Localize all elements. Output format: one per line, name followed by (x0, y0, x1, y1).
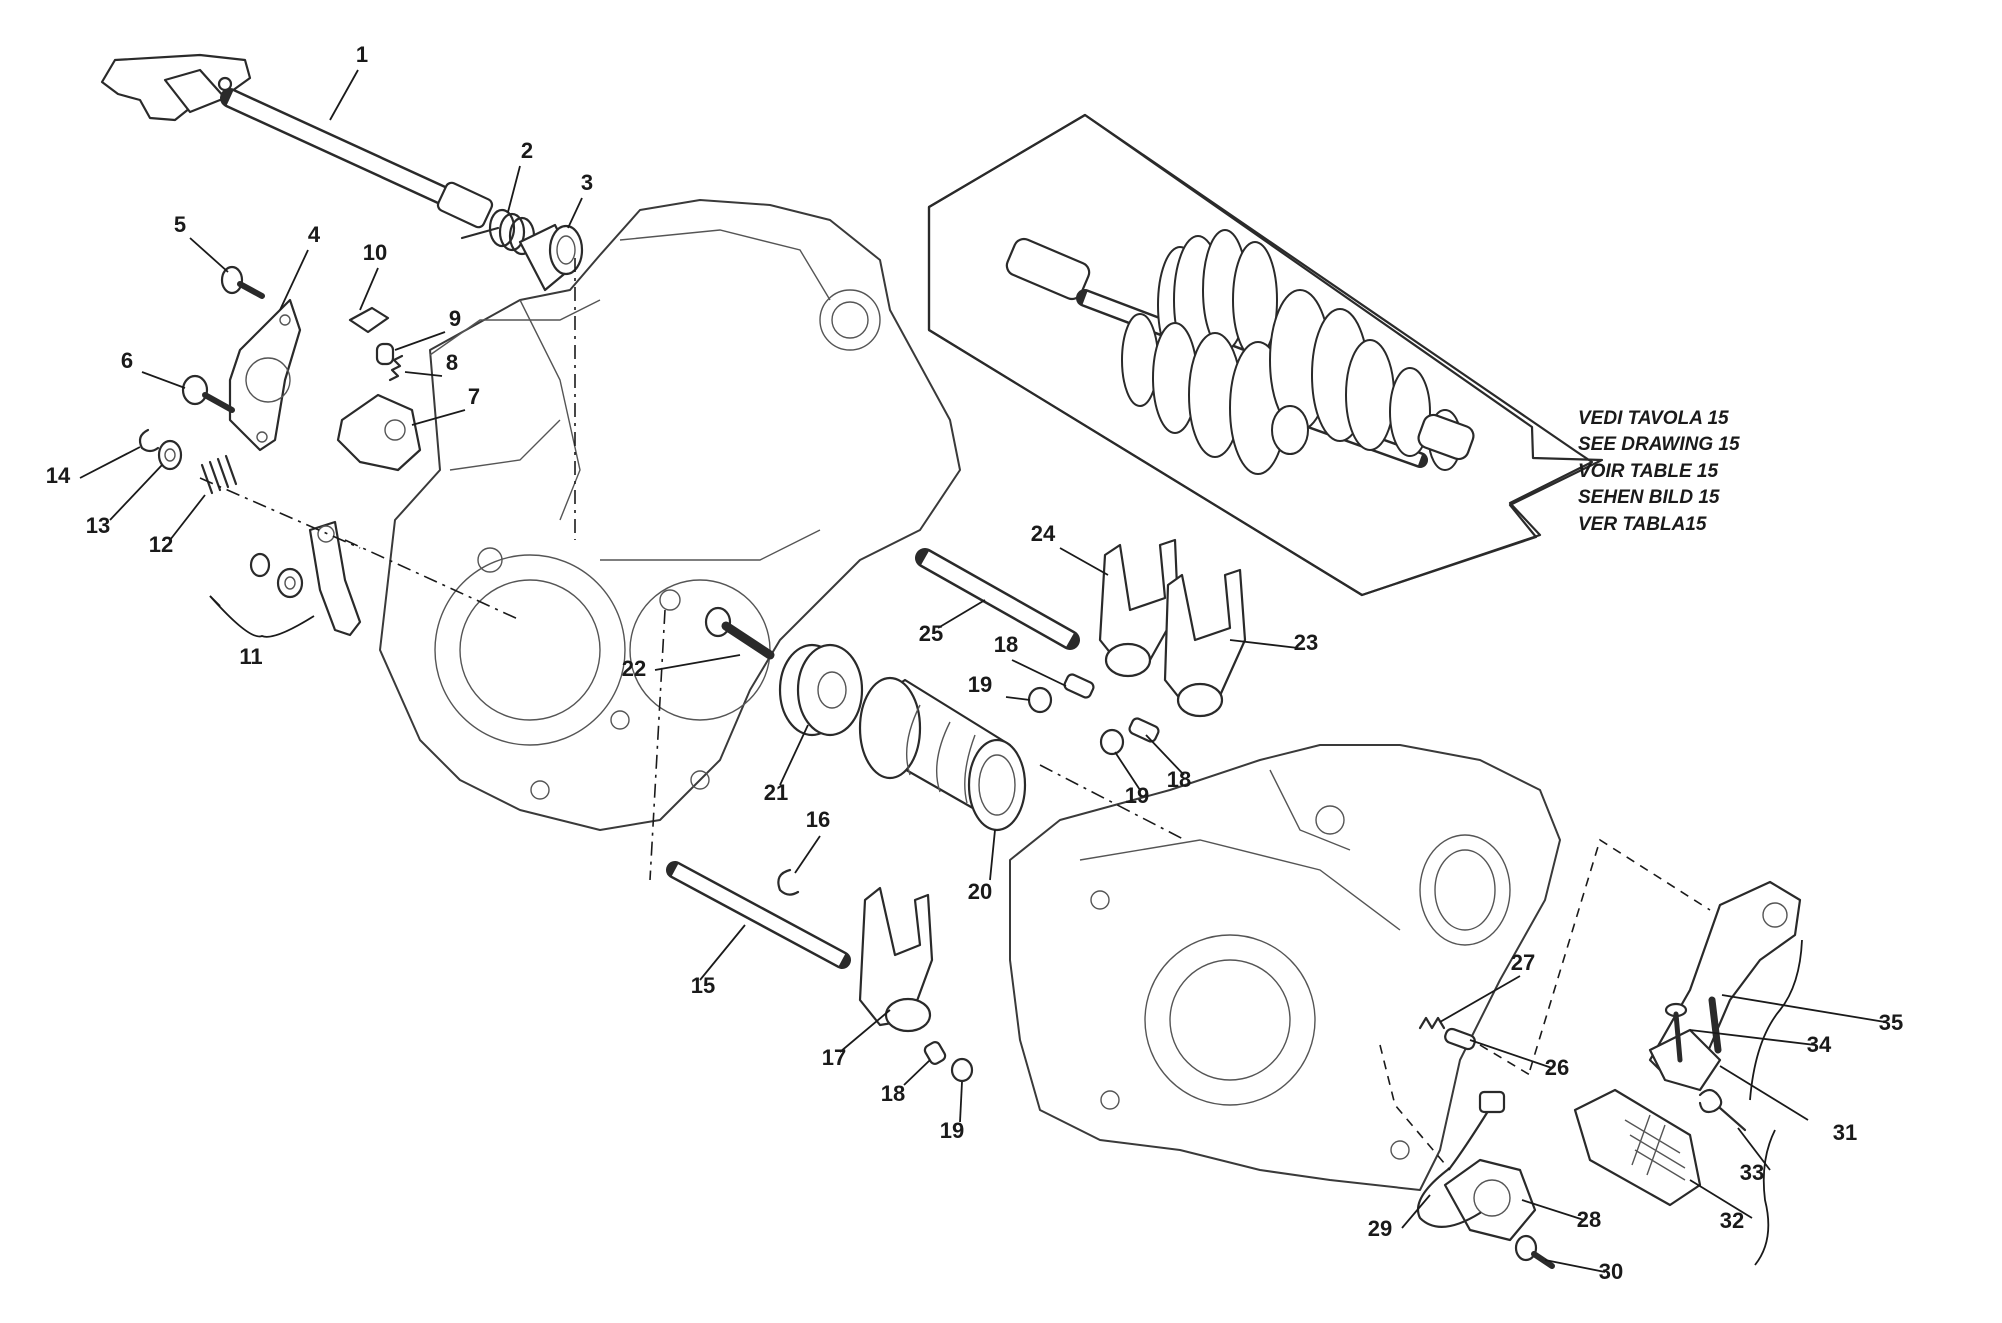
part-1-gearshift-shaft (100, 53, 494, 229)
callout-c26: 26 (1545, 1055, 1569, 1080)
part-16-clip (777, 868, 800, 896)
centre-lines (199, 258, 1711, 1171)
callout-c27: 27 (1511, 950, 1535, 975)
right-crankcase (1009, 744, 1561, 1191)
callout-c18c: 18 (881, 1081, 905, 1106)
part-17-fork (858, 886, 934, 1033)
part-8-spring (388, 354, 404, 382)
callout-c18a: 18 (994, 632, 1018, 657)
callout-numbers: 1234567891011121314151617181818191919202… (46, 42, 1903, 1284)
gearbox-inset: VEDI TAVOLA 15 SEE DRAWING 15 VOIR TABLE… (927, 113, 1740, 597)
callout-c17: 17 (822, 1045, 846, 1070)
callout-c25: 25 (919, 621, 943, 646)
callout-c3: 3 (581, 170, 593, 195)
callout-c24: 24 (1031, 521, 1056, 546)
callout-c33: 33 (1740, 1160, 1764, 1185)
callout-c7: 7 (468, 384, 480, 409)
part-18-pin-a (1063, 673, 1095, 699)
part-19-nut-b (1099, 728, 1125, 756)
reference-note-line-1: VEDI TAVOLA 15 (1578, 408, 1729, 429)
callout-c29: 29 (1368, 1216, 1392, 1241)
callout-c32: 32 (1720, 1208, 1744, 1233)
part-25-fork-shaft (915, 548, 1080, 650)
callout-c19c: 19 (940, 1118, 964, 1143)
callout-c22: 22 (622, 656, 646, 681)
callout-c16: 16 (806, 807, 830, 832)
part-15-fork-shaft (666, 861, 851, 969)
part-23-fork (1163, 568, 1247, 718)
part-30-screw (1514, 1234, 1555, 1269)
callout-c19a: 19 (968, 672, 992, 697)
callout-c5: 5 (174, 212, 186, 237)
part-32-footrest-pad (1573, 1088, 1702, 1207)
callout-c35: 35 (1879, 1010, 1903, 1035)
callout-c20: 20 (968, 879, 992, 904)
callout-c23: 23 (1294, 630, 1318, 655)
part-35-screw (1708, 996, 1722, 1054)
part-10-key (348, 306, 390, 334)
part-21-star-cam (778, 643, 864, 737)
part-24-fork (1098, 538, 1180, 678)
callout-c19b: 19 (1125, 783, 1149, 808)
callout-c8: 8 (446, 350, 458, 375)
part-7-selector (336, 393, 422, 472)
part-29-sensor-cable (1416, 1090, 1506, 1228)
part-20-shift-drum (858, 676, 1027, 832)
callout-c6: 6 (121, 348, 133, 373)
part-33-spring (1698, 1088, 1747, 1132)
part-31-kickstart-assembly (1648, 880, 1802, 1092)
part-6-screw (181, 374, 235, 413)
callout-c18b: 18 (1167, 767, 1191, 792)
reference-note-line-4: SEHEN BILD 15 (1578, 487, 1720, 508)
callout-c21: 21 (764, 780, 788, 805)
part-34-pin (1664, 1002, 1688, 1063)
callout-c15: 15 (691, 973, 715, 998)
part-19-nut-c (950, 1057, 974, 1083)
part-13-washer (157, 439, 183, 471)
part-12-spring (200, 454, 238, 495)
part-26-plunger (1444, 1027, 1476, 1051)
callout-c1: 1 (356, 42, 368, 67)
callout-c4: 4 (308, 222, 321, 247)
callout-c13: 13 (86, 513, 110, 538)
callout-c30: 30 (1599, 1259, 1623, 1284)
part-4-plate (228, 298, 302, 452)
part-5-screw (220, 265, 265, 299)
callout-c28: 28 (1577, 1207, 1601, 1232)
part-18-pin-c (923, 1041, 947, 1065)
part-3-bushing (518, 223, 584, 292)
gearbox-shafts-drawing (1005, 229, 1475, 475)
callout-c10: 10 (363, 240, 387, 265)
leader-lines (79, 69, 1886, 1273)
callout-c14: 14 (46, 463, 71, 488)
part-14-clip (138, 428, 160, 453)
part-28-sensor (1443, 1158, 1537, 1242)
part-9-pin (375, 342, 395, 366)
callout-c12: 12 (149, 532, 173, 557)
part-19-nut-a (1027, 686, 1053, 714)
callout-c2: 2 (521, 138, 533, 163)
part-11-lever (209, 520, 362, 638)
callout-c31: 31 (1833, 1120, 1857, 1145)
callout-c11: 11 (239, 644, 262, 669)
callout-c34: 34 (1807, 1032, 1832, 1057)
part-18-pin-b (1128, 717, 1160, 743)
reference-note-line-5: VER TABLA15 (1578, 514, 1707, 535)
callout-c9: 9 (449, 306, 461, 331)
part-22-stud (704, 606, 775, 660)
reference-note-line-3: VOIR TABLE 15 (1578, 461, 1718, 482)
reference-note-line-2: SEE DRAWING 15 (1578, 434, 1740, 455)
